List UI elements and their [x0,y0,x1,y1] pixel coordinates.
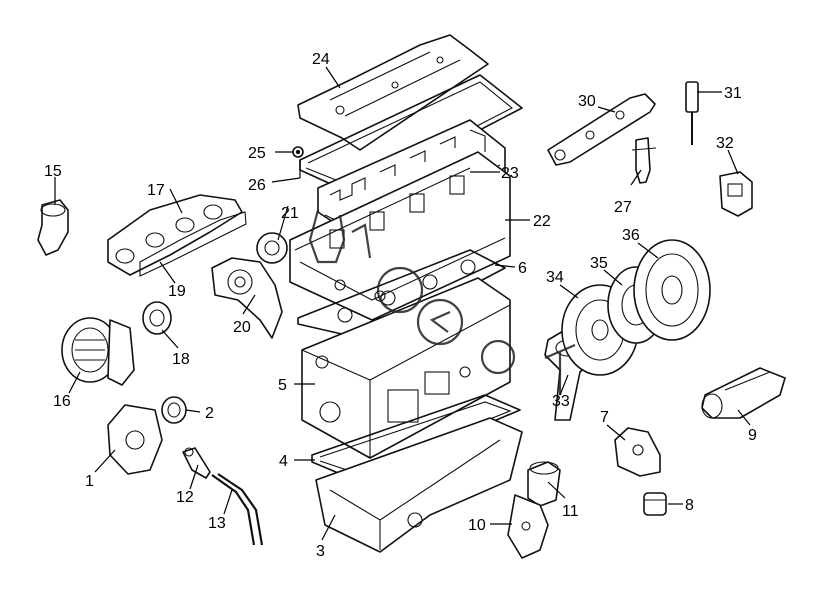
part-dipstick-tube [211,473,264,546]
part-water-pump [211,257,283,339]
part-engine-block [301,277,511,459]
callout-22: 22 [533,213,551,230]
part-filter-bracket [507,494,549,559]
part-cylinder-head [289,151,511,321]
part-oil-pump [107,404,163,475]
part-rubber-mount [643,492,667,516]
callout-3: 3 [316,543,325,560]
part-fuel-rail [547,93,656,166]
callout-16: 16 [53,393,71,410]
part-glow-plug [685,81,699,145]
callout-11: 11 [562,503,579,520]
part-engine-mount [614,427,661,477]
callout-19: 19 [168,283,186,300]
part-oil-seal [142,301,172,335]
callout-13: 13 [208,515,226,532]
callout-12: 12 [176,489,194,506]
part-dipstick-guide [182,447,211,479]
part-vacuum-pump [61,317,135,386]
callout-2: 2 [205,405,214,422]
callout-34: 34 [546,269,564,286]
callout-labels: 24 25 26 23 22 6 5 4 3 21 20 17 19 15 18… [44,51,757,560]
part-manifold-gasket [139,211,247,277]
part-timing-pulley [256,232,288,264]
part-pressure-plate [633,239,711,341]
callout-7: 7 [600,409,609,426]
callout-24: 24 [312,51,330,68]
callout-36: 36 [622,227,640,244]
watermark-logo [308,209,576,395]
part-valve-cover [297,34,489,151]
callout-18: 18 [172,351,190,368]
callout-25: 25 [248,145,266,162]
part-starter-motor [701,367,786,419]
callout-30: 30 [578,93,596,110]
callout-10: 10 [468,517,486,534]
callout-27: 27 [614,199,632,216]
callout-5: 5 [278,377,287,394]
callout-1: 1 [85,473,94,490]
callout-9: 9 [748,427,757,444]
callout-4: 4 [279,453,288,470]
callout-21: 21 [281,205,299,222]
callout-32: 32 [716,135,734,152]
part-seal-ring [161,396,187,424]
callout-31: 31 [724,85,742,102]
callout-17: 17 [147,182,165,199]
callout-20: 20 [233,319,251,336]
callout-35: 35 [590,255,608,272]
callout-23: 23 [501,165,519,182]
callout-26: 26 [248,177,266,194]
part-injector [631,137,657,184]
callout-8: 8 [685,497,694,514]
part-sensor [719,171,753,217]
leader-lines [54,66,751,541]
part-thermostat-housing [37,199,69,256]
callout-15: 15 [44,163,62,180]
part-oil-filter-housing [527,461,561,507]
callout-6: 6 [518,260,527,277]
part-exhaust-manifold [107,194,243,276]
callout-33: 33 [552,393,570,410]
part-oil-sump [315,417,523,553]
